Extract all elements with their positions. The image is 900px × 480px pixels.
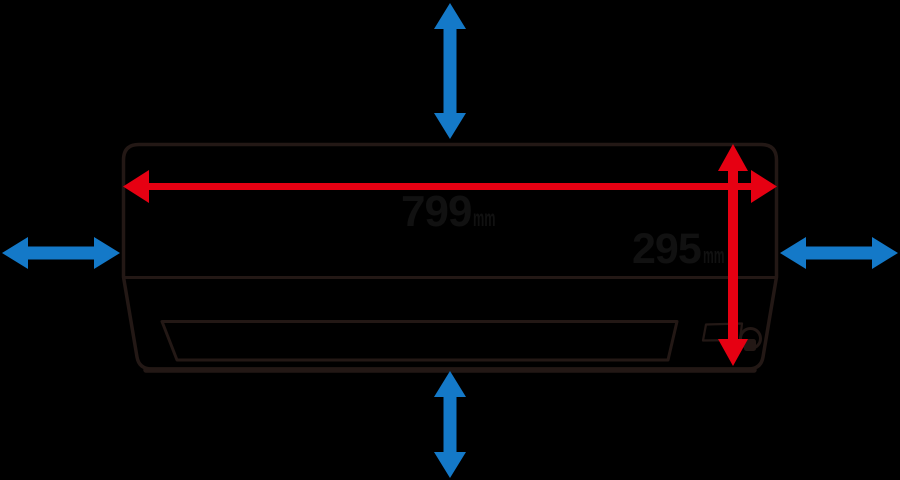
dimension-arrows xyxy=(123,144,777,366)
power-sensor-icon xyxy=(739,327,762,351)
height-dimension-arrow xyxy=(718,144,748,366)
clearance-arrow-bottom-icon xyxy=(434,371,466,478)
width-dimension-arrow xyxy=(123,170,777,203)
clearance-arrow-right-icon xyxy=(780,237,898,269)
width-unit: mm xyxy=(473,205,496,231)
height-dimension-label: 295 mm xyxy=(632,228,742,271)
clearance-arrow-left-icon xyxy=(2,237,120,269)
height-unit: mm xyxy=(702,243,725,268)
width-dimension-label: 799 mm xyxy=(401,190,514,234)
width-value: 799 xyxy=(401,187,472,236)
clearance-arrows xyxy=(2,3,898,478)
ac-indoor-unit xyxy=(121,142,779,373)
air-outlet-louver xyxy=(160,320,679,362)
height-value: 295 xyxy=(632,225,702,273)
clearance-arrow-top-icon xyxy=(434,3,466,139)
sensor-button xyxy=(744,339,756,351)
